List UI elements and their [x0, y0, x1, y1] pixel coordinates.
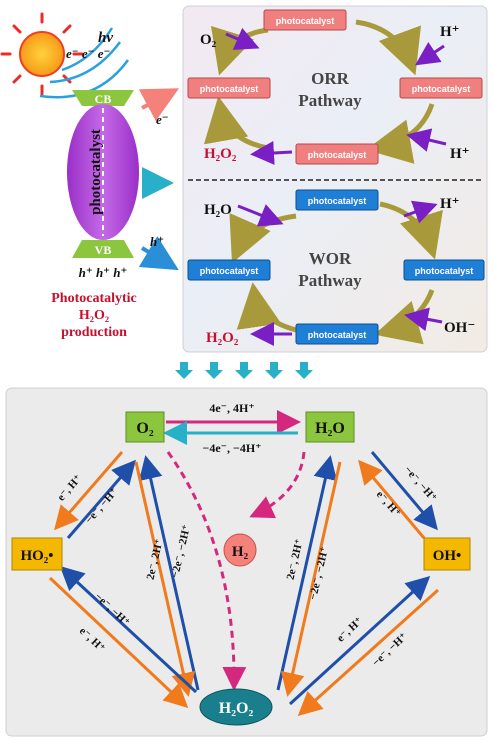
pc-wor-right: photocatalyst: [403, 259, 485, 281]
orr-hplus-1: H⁺: [440, 24, 460, 40]
top-backward-label: −4e⁻, −4H⁺: [202, 441, 261, 455]
wor-h2o2: H₂O₂: [206, 330, 239, 346]
svg-text:photocatalyst: photocatalyst: [308, 330, 367, 340]
wor-hplus: H⁺: [440, 196, 460, 212]
electrons-label: e⁻ e⁻ e⁻: [66, 46, 110, 61]
pathway-panel: [182, 5, 488, 353]
svg-text:H₂: H₂: [232, 544, 249, 560]
orr-title-1: ORR: [311, 69, 350, 88]
svg-text:OH•: OH•: [433, 548, 462, 564]
pc-orr-left: photocatalyst: [187, 77, 271, 99]
node-h2o: H₂O: [305, 411, 355, 443]
svg-text:O₂: O₂: [136, 420, 153, 437]
hv-label: hv: [98, 30, 113, 46]
wor-title-1: WOR: [309, 249, 352, 268]
o2-to-ho2-arrow: [54, 451, 124, 531]
caption-line3: production: [61, 325, 127, 340]
orr-hplus2-arrow: [406, 128, 447, 152]
node-h2o2: H₂O₂: [199, 688, 273, 726]
orr-h2o2: H₂O₂: [204, 146, 237, 162]
orr-hplus-2: H⁺: [450, 146, 470, 162]
svg-text:photocatalyst: photocatalyst: [308, 150, 367, 160]
svg-text:photocatalyst: photocatalyst: [200, 84, 259, 94]
svg-text:photocatalyst: photocatalyst: [200, 266, 259, 276]
electron-transfer-arrow: [138, 88, 180, 122]
ho2-to-o2-arrow: [66, 459, 136, 539]
wor-h2o: H₂O: [204, 202, 232, 218]
svg-text:HO₂•: HO₂•: [20, 548, 53, 564]
pc-wor-top: photocatalyst: [295, 189, 379, 211]
oh-to-h2o2-arrow: [297, 588, 440, 717]
wor-ohminus: OH⁻: [444, 320, 475, 336]
pc-wor-bottom: photocatalyst: [295, 323, 379, 345]
svg-text:H₂O₂: H₂O₂: [219, 700, 254, 717]
caption-h2o2: H₂O₂: [79, 308, 109, 323]
hole-transfer-arrow: [138, 236, 179, 271]
o2-to-h2o2-arrow: [134, 461, 196, 697]
hole-arrow-label: h⁺: [150, 234, 164, 249]
h2o2-to-h2o-arrow: [276, 455, 338, 691]
svg-text:photocatalyst: photocatalyst: [308, 196, 367, 206]
oh-to-h2o-arrow: [358, 459, 426, 539]
wor-hplus-arrow: [403, 200, 438, 224]
h2o2-to-oh-arrow: [288, 575, 431, 706]
orr-title-2: Pathway: [298, 91, 362, 110]
svg-text:H₂O: H₂O: [315, 420, 345, 437]
top-forward-label: 4e⁻, 4H⁺: [209, 401, 254, 415]
valence-band: [72, 240, 134, 258]
h2o-to-h2o2-arrow: [280, 461, 342, 697]
pc-orr-right: photocatalyst: [399, 77, 483, 99]
h2o2-to-o2-arrow: [138, 455, 200, 691]
holes-label: h⁺ h⁺ h⁺: [79, 265, 128, 280]
h2o-to-h2-dashed: [249, 451, 306, 519]
h2o2-to-ho2-arrow: [59, 565, 198, 694]
pc-wor-left: photocatalyst: [187, 259, 271, 281]
wor-h2o-arrow: [237, 204, 284, 227]
node-o2: O₂: [125, 411, 165, 443]
pc-orr-top: photocatalyst: [263, 9, 347, 31]
svg-text:photocatalyst: photocatalyst: [412, 84, 471, 94]
node-h2: H₂: [223, 533, 257, 567]
orr-o2-arrow: [225, 27, 260, 50]
down-arrows: [175, 362, 313, 379]
orr-o2: O₂: [200, 32, 217, 48]
conduction-band: [72, 90, 134, 106]
orr-hplus1-arrow: [415, 42, 445, 66]
electron-arrow-label: e⁻: [156, 112, 169, 127]
wor-ohminus-arrow: [404, 307, 443, 332]
orr-h2o2-arrow: [250, 141, 293, 165]
svg-text:photocatalyst: photocatalyst: [276, 16, 335, 26]
ho2-to-h2o2-arrow: [48, 576, 189, 709]
pc-orr-bottom: photocatalyst: [295, 143, 379, 165]
vb-label: VB: [95, 243, 112, 257]
wor-title-2: Pathway: [298, 271, 362, 290]
particle-label: photocatalyst: [88, 129, 104, 215]
cb-label: CB: [95, 92, 112, 106]
node-oh-radical: OH•: [423, 537, 471, 571]
node-ho2-radical: HO₂•: [11, 537, 63, 571]
caption-line1: Photocatalytic: [51, 291, 137, 306]
o2-to-h2o2-dashed: [166, 451, 247, 691]
svg-text:photocatalyst: photocatalyst: [415, 266, 474, 276]
